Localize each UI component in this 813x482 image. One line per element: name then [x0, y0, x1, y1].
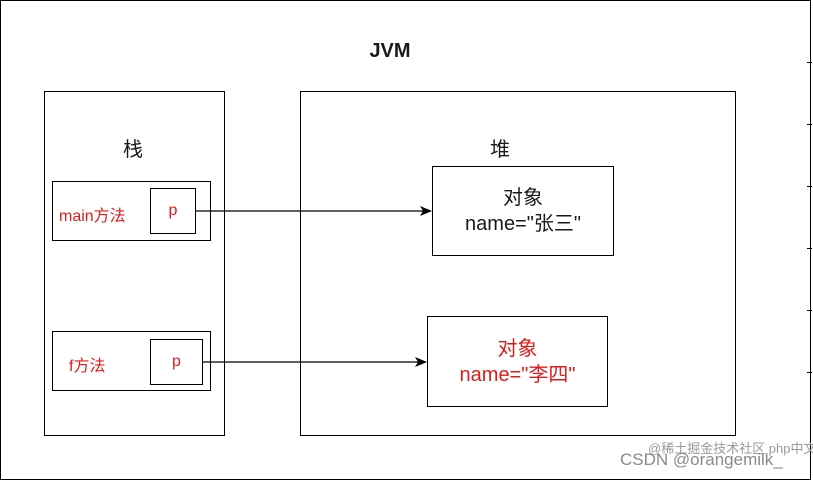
edge-tick [807, 124, 812, 125]
edge-tick [807, 310, 812, 311]
edge-tick [807, 62, 812, 63]
edge-tick [807, 372, 812, 373]
heap-label: 堆 [490, 139, 510, 161]
watermark-secondary: @稀土掘金技术社区 php中文网 [648, 441, 813, 456]
heap-object-2-field: name="李四" [459, 363, 576, 386]
heap-object-1-field: name="张三" [465, 213, 581, 235]
stack-frame-main-ref-p: p [150, 188, 196, 234]
edge-tick [807, 248, 812, 249]
stack-frame-f-ref-p: p [150, 339, 203, 385]
heap-object-1: 对象 name="张三" [432, 166, 614, 256]
stack-frame-main-label: main方法 [59, 208, 126, 225]
edge-tick [807, 186, 812, 187]
watermark: CSDN @orangemilk_ [620, 450, 783, 469]
heap-object-1-title: 对象 [503, 187, 543, 209]
heap-object-2-title: 对象 [497, 337, 538, 360]
diagram-title: JVM [369, 40, 411, 62]
heap-object-2: 对象 name="李四" [427, 316, 608, 407]
stack-frame-f-label: f方法 [69, 358, 106, 375]
stack-label: 栈 [123, 139, 143, 161]
